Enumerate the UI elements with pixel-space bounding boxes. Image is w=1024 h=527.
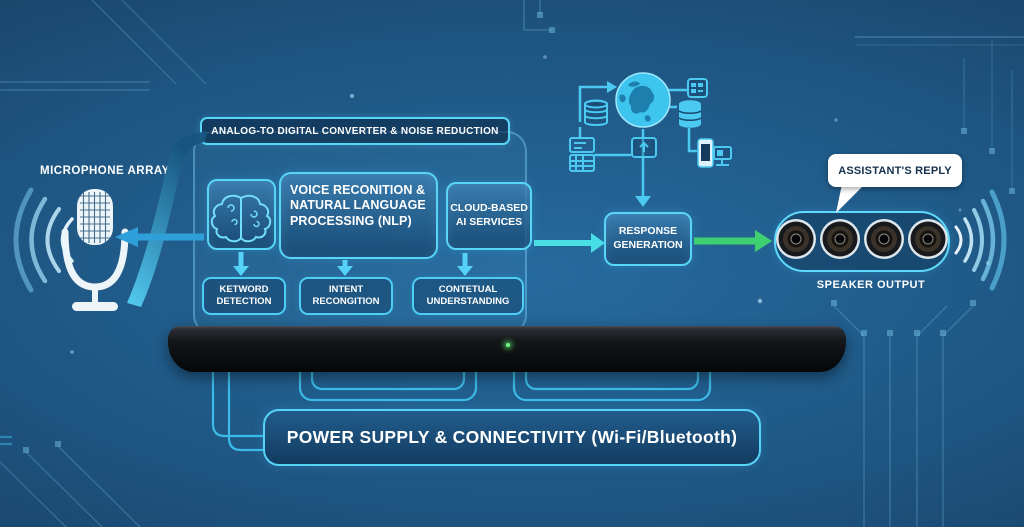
database-outline-icon xyxy=(584,99,608,126)
cloud-ai-services-box: CLOUD-BASED AI SERVICES xyxy=(446,182,532,250)
arrow-to-response-icon xyxy=(534,233,605,253)
sound-waves-right-icon xyxy=(954,189,1007,291)
keyword-detection-box: KETWORD DETECTION xyxy=(202,277,286,315)
upload-icon xyxy=(631,137,657,158)
sound-waves-left-icon xyxy=(13,187,74,293)
keyword-detection-label: KETWORD DETECTION xyxy=(216,283,272,307)
database-stack-icon xyxy=(678,100,702,128)
contextual-understanding-label: CONTETUAL UNDERSTANDING xyxy=(426,283,510,307)
intent-recognition-box: INTENT RECONGITION xyxy=(299,277,393,315)
assistants-reply-bubble: ASSISTANT'S REPLY xyxy=(828,154,962,187)
voice-recognition-nlp-box: VOICE RECONITION & NATURAL LANGUAGE PROC… xyxy=(279,172,438,259)
bubble-tail xyxy=(836,184,865,213)
arrow-to-microphone-icon xyxy=(115,227,204,247)
assistants-reply-label: ASSISTANT'S REPLY xyxy=(838,164,952,177)
adc-noise-reduction-box: ANALOG-TO DIGITAL CONVERTER & NOISE REDU… xyxy=(200,117,510,145)
intent-recognition-label: INTENT RECONGITION xyxy=(312,283,380,307)
globe-icon xyxy=(615,72,671,128)
cloud-services-cluster xyxy=(569,72,732,207)
nlp-brain-box xyxy=(207,179,276,250)
contextual-understanding-box: CONTETUAL UNDERSTANDING xyxy=(412,277,524,315)
speaker-output-box xyxy=(774,211,950,272)
voice-recognition-nlp-label: VOICE RECONITION & NATURAL LANGUAGE PROC… xyxy=(290,183,426,228)
badge-icon xyxy=(687,78,708,98)
power-supply-box: POWER SUPPLY & CONNECTIVITY (Wi-Fi/Bluet… xyxy=(263,409,761,466)
response-generation-label: RESPONSE GENERATION xyxy=(613,225,683,251)
devices-icon xyxy=(697,138,732,168)
adc-noise-reduction-label: ANALOG-TO DIGITAL CONVERTER & NOISE REDU… xyxy=(211,125,499,137)
server-icon xyxy=(569,137,595,172)
led-indicator xyxy=(506,343,510,347)
power-supply-label: POWER SUPPLY & CONNECTIVITY (Wi-Fi/Bluet… xyxy=(286,427,738,447)
microphone-icon xyxy=(61,189,129,311)
response-generation-box: RESPONSE GENERATION xyxy=(604,212,692,266)
microphone-array-label: MICROPHONE ARRAY xyxy=(40,165,170,177)
cloud-ai-services-label: CLOUD-BASED AI SERVICES xyxy=(450,202,528,228)
smart-speaker-bar xyxy=(168,326,846,372)
arrow-to-speakers-icon xyxy=(694,230,772,252)
speaker-output-label: SPEAKER OUTPUT xyxy=(816,279,926,291)
